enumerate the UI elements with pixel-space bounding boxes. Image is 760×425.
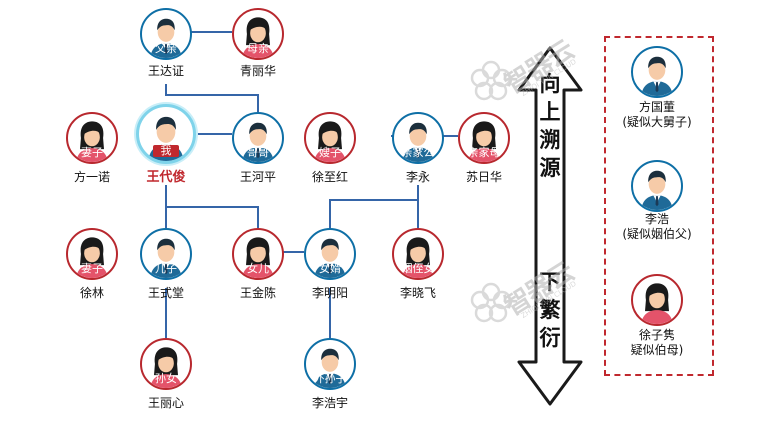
person-name: 王河平 (239, 170, 276, 184)
person-name: 李浩宇 (311, 396, 348, 410)
self-avatar: 我 (136, 104, 196, 164)
suspect-label: 徐子隽 疑似伯母) (630, 328, 684, 357)
suspects-dashed-box (604, 36, 714, 376)
relation-label: 儿子 (155, 262, 177, 275)
relation-label: 妻子 (81, 146, 103, 159)
person-name: 李永 (405, 170, 430, 184)
sister-in-law-avatar: 嫂子 (304, 112, 356, 164)
son-in-law-avatar: 女婿 (304, 228, 356, 280)
grandson-avatar: 外孙子 (304, 338, 356, 390)
person-name: 王式堂 (147, 286, 184, 300)
granddaughter-avatar: 孙女 (140, 338, 192, 390)
son-wife-avatar: 妻子 (66, 228, 118, 280)
niece-in-law-avatar: 姻侄女 (392, 228, 444, 280)
arrow-up-text: 向上溯源 (539, 72, 561, 180)
person-name: 李明阳 (311, 286, 348, 300)
relation-label: 妻子 (81, 262, 103, 275)
male-person-icon (633, 162, 681, 210)
male-person-icon (633, 48, 681, 96)
relation-label: 亲家母 (467, 146, 501, 159)
brother-avatar: 哥哥 (232, 112, 284, 164)
person-name: 王金陈 (239, 286, 276, 300)
daughter-avatar: 女儿 (232, 228, 284, 280)
person-name: 苏日华 (465, 170, 502, 184)
person-name: 青丽华 (239, 64, 276, 78)
relation-label: 亲家公 (401, 146, 435, 159)
female-person-icon (633, 276, 681, 324)
father-avatar: 父亲 (140, 8, 192, 60)
mother-avatar: 母亲 (232, 8, 284, 60)
person-name: 王达证 (147, 64, 184, 78)
relation-label: 姻侄女 (401, 262, 435, 275)
relation-label: 哥哥 (247, 146, 269, 159)
person-name: 方一诺 (73, 170, 110, 184)
person-name: 徐至红 (311, 170, 348, 184)
suspect-avatar (631, 274, 683, 326)
self-name: 王代俊 (146, 170, 186, 185)
wife-avatar: 妻子 (66, 112, 118, 164)
suspect-label: 方国董 (疑似大舅子) (622, 100, 692, 129)
relation-label: 女儿 (247, 262, 269, 275)
double-arrow-icon (517, 46, 583, 406)
relation-label: 父亲 (155, 42, 177, 55)
relation-label: 女婿 (319, 262, 341, 275)
suspect-avatar (631, 46, 683, 98)
relation-label: 母亲 (247, 42, 269, 55)
relation-label: 嫂子 (319, 146, 341, 159)
in-law-mother-avatar: 亲家母 (458, 112, 510, 164)
in-law-father-avatar: 亲家公 (392, 112, 444, 164)
suspect-avatar (631, 160, 683, 212)
son-avatar: 儿子 (140, 228, 192, 280)
relation-label: 孙女 (155, 372, 177, 385)
person-name: 李晓飞 (399, 286, 436, 300)
arrow-down-text: 下繁衍 (539, 270, 561, 350)
relation-label: 我 (153, 145, 179, 157)
person-name: 王丽心 (147, 396, 184, 410)
relation-label: 外孙子 (313, 372, 347, 385)
person-name: 徐林 (79, 286, 104, 300)
suspect-label: 李浩 (疑似姻伯父) (622, 212, 692, 241)
